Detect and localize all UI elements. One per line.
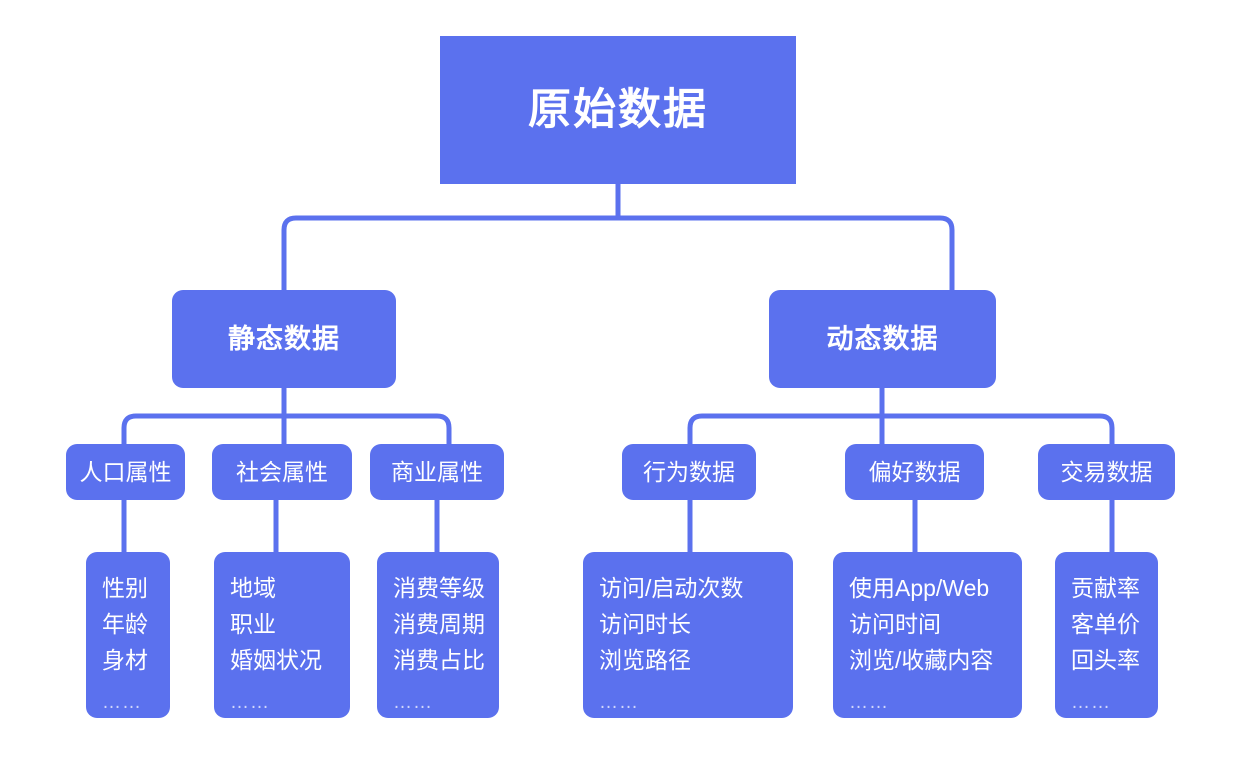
- leaf-item: 消费占比: [393, 647, 485, 673]
- leaf-ellipsis: ……: [230, 692, 270, 713]
- leaf-item: 使用App/Web: [849, 575, 990, 601]
- leaf-item: 客单价: [1071, 611, 1140, 637]
- leaf-ellipsis: ……: [599, 692, 639, 713]
- node-category-transaction-label: 交易数据: [1060, 458, 1153, 485]
- node-category-preference[interactable]: 偏好数据: [845, 444, 984, 500]
- node-root-raw-data[interactable]: 原始数据: [440, 36, 796, 184]
- leaf-ellipsis: ……: [1071, 692, 1111, 713]
- connector-root-to-branches: [281, 215, 955, 290]
- node-leaf-social[interactable]: 地域 职业 婚姻状况 ……: [214, 552, 350, 718]
- leaf-item: 访问时长: [599, 611, 691, 637]
- leaf-ellipsis: ……: [102, 692, 142, 713]
- leaf-item: 婚姻状况: [230, 647, 322, 673]
- node-leaf-preference[interactable]: 使用App/Web 访问时间 浏览/收藏内容 ……: [833, 552, 1022, 718]
- leaf-ellipsis: ……: [393, 692, 433, 713]
- leaf-item: 访问时间: [849, 611, 941, 637]
- leaf-item: 职业: [230, 611, 276, 637]
- connector-static-bus: [121, 413, 452, 444]
- node-category-social[interactable]: 社会属性: [212, 444, 352, 500]
- node-category-behavior-label: 行为数据: [643, 458, 735, 485]
- leaf-item: 身材: [102, 647, 148, 673]
- node-category-social-label: 社会属性: [236, 458, 328, 485]
- node-leaf-transaction[interactable]: 贡献率 客单价 回头率 ……: [1055, 552, 1158, 718]
- node-branch-dynamic-data-label: 动态数据: [826, 323, 939, 354]
- leaf-ellipsis: ……: [849, 692, 889, 713]
- node-branch-dynamic-data[interactable]: 动态数据: [769, 290, 996, 388]
- node-category-demographic[interactable]: 人口属性: [66, 444, 185, 500]
- leaf-item: 性别: [102, 575, 148, 601]
- node-category-commercial-label: 商业属性: [391, 458, 483, 485]
- leaf-item: 浏览路径: [599, 647, 691, 673]
- node-category-transaction[interactable]: 交易数据: [1038, 444, 1175, 500]
- node-category-commercial[interactable]: 商业属性: [370, 444, 504, 500]
- connector-dynamic-bus: [687, 413, 1115, 444]
- node-category-behavior[interactable]: 行为数据: [622, 444, 756, 500]
- node-root-label: 原始数据: [528, 85, 708, 134]
- leaf-item: 地域: [230, 575, 276, 601]
- leaf-item: 消费周期: [393, 611, 485, 637]
- leaf-item: 贡献率: [1071, 575, 1140, 601]
- node-category-demographic-label: 人口属性: [79, 458, 172, 485]
- leaf-item: 访问/启动次数: [599, 575, 744, 601]
- node-category-preference-label: 偏好数据: [868, 458, 961, 485]
- node-branch-static-data[interactable]: 静态数据: [172, 290, 396, 388]
- leaf-item: 浏览/收藏内容: [849, 647, 994, 673]
- leaf-item: 消费等级: [393, 575, 485, 601]
- node-leaf-behavior[interactable]: 访问/启动次数 访问时长 浏览路径 ……: [583, 552, 793, 718]
- node-leaf-commercial[interactable]: 消费等级 消费周期 消费占比 ……: [377, 552, 499, 718]
- node-branch-static-data-label: 静态数据: [228, 323, 340, 354]
- leaf-item: 年龄: [102, 611, 148, 637]
- leaf-item: 回头率: [1071, 647, 1140, 673]
- node-leaf-demographic[interactable]: 性别 年龄 身材 ……: [86, 552, 170, 718]
